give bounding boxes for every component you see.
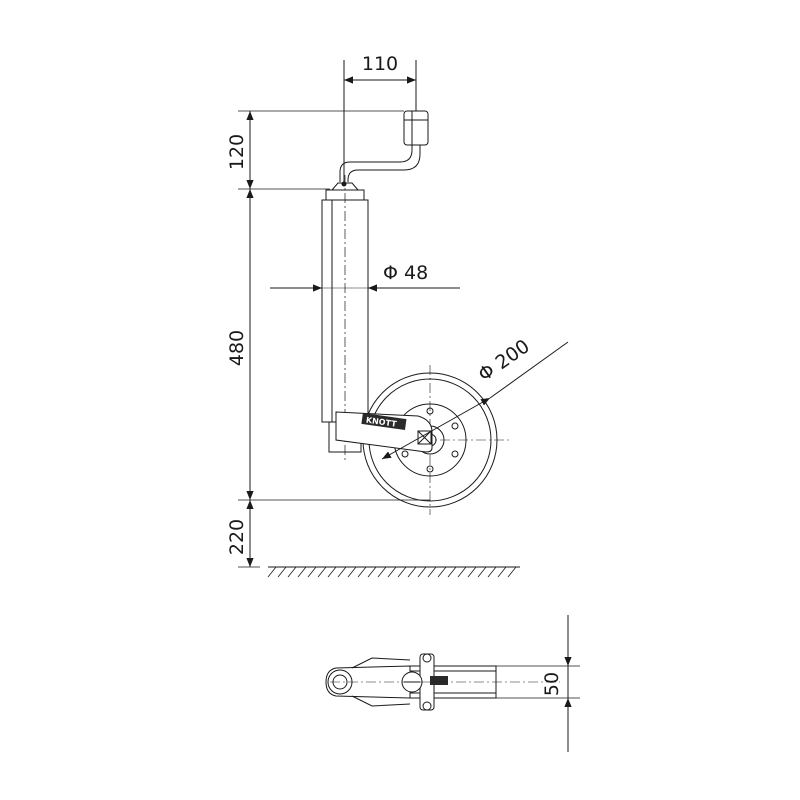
ground-hatch-line <box>387 566 397 578</box>
handle-offset-dimension <box>343 60 417 183</box>
side-view <box>238 60 569 578</box>
ground-line <box>267 566 520 578</box>
ground-hatch-line <box>367 566 377 578</box>
ground-hatch-line <box>287 566 297 578</box>
ground-clearance-label: 220 <box>226 519 248 555</box>
ground-hatch-line <box>337 566 347 578</box>
ground-hatch-line <box>317 566 327 578</box>
ground-hatch-line <box>457 566 467 578</box>
ground-hatch-line <box>497 566 507 578</box>
top-view <box>325 615 580 752</box>
ground-hatch-line <box>427 566 437 578</box>
ground-hatch-line <box>437 566 447 578</box>
top-bracket <box>325 653 448 711</box>
ground-hatch-line <box>467 566 477 578</box>
ground-hatch-line <box>407 566 417 578</box>
ground-hatch-line <box>347 566 357 578</box>
ground-hatch-line <box>417 566 427 578</box>
ground-hatch-line <box>487 566 497 578</box>
brand-label: KNOTT <box>365 416 397 429</box>
handle-height-label: 120 <box>226 134 248 170</box>
handle-offset-label: 110 <box>362 53 398 75</box>
wheel-width-dimension <box>496 615 580 752</box>
ground-hatch-line <box>357 566 367 578</box>
ground-hatch-line <box>397 566 407 578</box>
ground-hatch-line <box>477 566 487 578</box>
tube-diameter-label: Φ 48 <box>383 262 428 284</box>
ground-hatch-line <box>267 566 277 578</box>
wheel-diameter-label: Φ 200 <box>474 335 534 386</box>
ground-hatch-line <box>297 566 307 578</box>
ground-hatch-line <box>277 566 287 578</box>
ground-hatch-line <box>327 566 337 578</box>
wheel-width-label: 50 <box>541 672 563 696</box>
wheel-diameter-dimension <box>381 341 569 460</box>
ground-hatch-line <box>377 566 387 578</box>
ground-hatch-line <box>307 566 317 578</box>
crank-handle <box>339 110 429 187</box>
ground-hatch-line <box>447 566 457 578</box>
ground-hatch-line <box>507 566 517 578</box>
tube-length-label: 480 <box>226 330 248 366</box>
